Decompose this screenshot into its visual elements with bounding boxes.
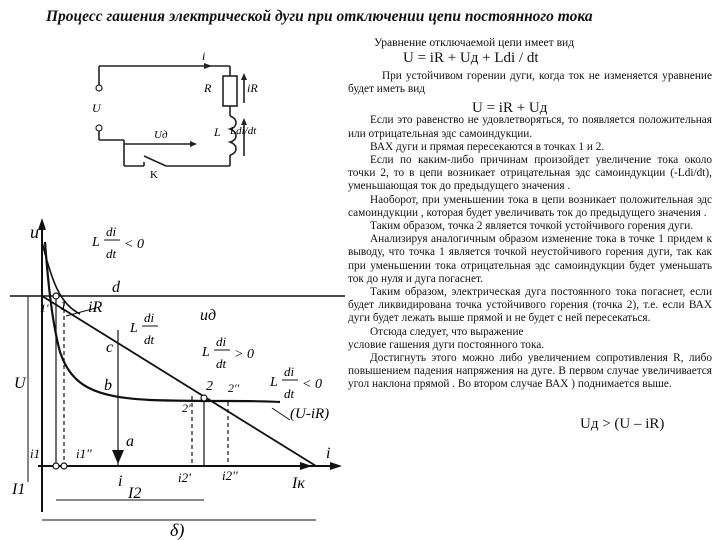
explanation-text: При устойчивом горении дуги, когда ток н… — [348, 70, 712, 392]
circuit-label-Ldi: Ldi/dt — [229, 125, 257, 137]
graph-label-L3: L — [201, 345, 210, 360]
circuit-label-Ud: Uд — [154, 129, 168, 141]
paragraph: При устойчивом горении дуги, когда ток н… — [348, 70, 712, 96]
graph-label-L4: L — [269, 375, 278, 390]
graph-label-i1pp: i1'' — [76, 446, 92, 461]
graph-label-L3rel: > 0 — [234, 347, 254, 362]
graph-label-i-axis: i — [118, 473, 122, 490]
circuit-label-L: L — [213, 125, 221, 139]
graph-label-L1: L — [91, 235, 100, 250]
paragraph: Если это равенство не удовлетворяться, т… — [348, 114, 712, 140]
circuit-diagram: i R iR U L Ldi/dt Uд K — [92, 49, 258, 178]
graph-label-L3dt: dt — [216, 356, 227, 371]
graph-label-L1dt: dt — [106, 246, 117, 261]
graph-label-a: a — [126, 433, 134, 450]
graph-label-point-2pp: 2'' — [228, 381, 240, 395]
circuit-label-R: R — [203, 81, 212, 95]
graph-label-L2dt: dt — [144, 332, 155, 347]
graph-label-point-2: 2 — [206, 379, 213, 394]
graph-label-L2: L — [129, 321, 138, 336]
page-title: Процесс гашения электрической дуги при о… — [46, 8, 593, 25]
graph-label-i2p: i2' — [178, 470, 191, 485]
graph-label-u: u — [30, 222, 39, 242]
formula-circuit-equation: U = iR + Uд + Ldi / dt — [403, 50, 539, 66]
graph-label-L1rel: < 0 — [124, 237, 144, 252]
graph-label-L2di: di — [144, 310, 155, 325]
intro-text: Уравнение отключаемой цепи имеет вид — [374, 36, 575, 49]
graph-label-iR: iR — [88, 299, 102, 316]
paragraph: Таким образом, электрическая дуга постоя… — [348, 286, 712, 325]
circuit-label-iR: iR — [247, 81, 258, 95]
paragraph: условие гашения дуги постоянного тока. — [348, 338, 545, 351]
paragraph: Отсюда следует, что выражение — [370, 325, 524, 338]
graph-label-U-iR: (U-iR) — [290, 406, 329, 422]
graph-label-c: c — [106, 339, 113, 356]
circuit-label-i: i — [202, 49, 205, 63]
graph-label-L4rel: < 0 — [302, 377, 322, 392]
graph-label-L4di: di — [284, 364, 295, 379]
graph-label-b: b — [104, 377, 112, 394]
paragraph: Если по каким-либо причинам произойдет у… — [348, 154, 712, 193]
circuit-label-U: U — [92, 101, 102, 115]
graph-label-L3di: di — [216, 334, 227, 349]
graph-label-point-1p: 1' — [40, 301, 49, 315]
paragraph: ВАХ дуги и прямая пересекаются в точках … — [370, 140, 605, 153]
graph-label-L4dt: dt — [284, 386, 295, 401]
formula-extinction-condition: Uд > (U – iR) — [580, 416, 665, 432]
graph-label-point-1: 1 — [60, 299, 67, 314]
graph-label-i1: i1 — [30, 446, 40, 461]
arc-characteristic-graph: u uд d c b a iR U (U-iR) 1 2 1' 2' 2'' i… — [10, 218, 345, 540]
graph-label-Ik: Iк — [291, 475, 305, 492]
paragraph: Достигнуть этого можно либо увеличением … — [348, 352, 712, 391]
graph-label-point-2p: 2' — [182, 401, 191, 415]
graph-label-I2: I2 — [127, 485, 141, 502]
graph-label-L1di: di — [106, 224, 117, 239]
circuit-label-K: K — [150, 169, 158, 178]
paragraph: Таким образом, точка 2 является точкой у… — [370, 220, 694, 233]
graph-label-i2pp: i2'' — [222, 468, 238, 483]
graph-label-I1: I1 — [11, 481, 25, 498]
graph-label-delta: δ) — [170, 520, 184, 540]
graph-label-i-end: i — [326, 445, 330, 462]
paragraph: Наоборот, при уменьшении тока в цепи воз… — [348, 193, 712, 219]
formula-steady-state: U = iR + Uд — [472, 100, 548, 116]
graph-label-U: U — [14, 375, 27, 392]
graph-label-ud: uд — [200, 307, 216, 324]
graph-label-d: d — [112, 279, 121, 296]
paragraph: Анализируя аналогичным образом изменение… — [348, 233, 712, 285]
